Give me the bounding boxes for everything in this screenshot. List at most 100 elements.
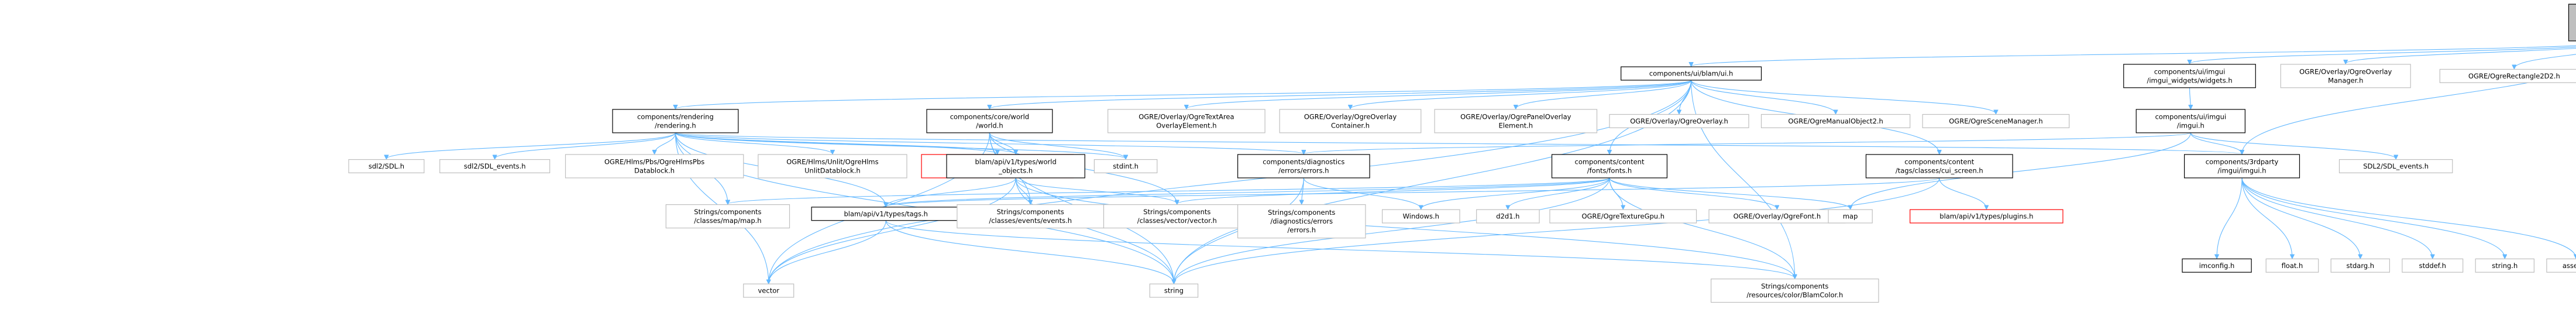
node-ogrefont-h: OGRE/Overlay/OgreFont.h [1708,209,1846,224]
edge-thirdimgui_h-to-stdarg_h [2241,177,2360,258]
node-box [1381,209,1460,224]
node-label-line: OGRE/Hlms/Pbs/OgreHlmsPbs [604,157,704,166]
node-map: map [1828,209,1873,224]
node-label-line: OGRE/Overlay/OgrePanelOverlay [1460,112,1571,121]
node-label-line: components/ui/imgui [2154,67,2225,75]
node-label-line: OGRE/OgreManualObject2.h [1788,117,1883,125]
node-label-line: components/ui/imgui [2155,112,2226,121]
node-box [2123,64,2256,88]
edge-tags_h-to-vector [769,220,886,283]
edge-root-to-imgui_widgets_h [2190,46,2576,64]
node-label-line: OGRE/Overlay/OgreTextArea [1139,112,1234,121]
node-label-line: /imgui.h [2177,121,2204,129]
node-label-line: components/3rdparty [2206,157,2279,166]
node-thirdimgui-h[interactable]: components/3rdparty/imgui/imgui.h [2184,154,2300,178]
node-label-line: OverlayElement.h [1156,121,1216,129]
node-label-line: stdarg.h [2346,262,2374,270]
edge-rendering_h-to-sdl2_h [386,132,676,159]
edge-uiblam_h-to-overlaycontainer_h [1350,80,1692,109]
node-cuiscreen-h[interactable]: components/content/tags/classes/cui_scre… [1865,154,2013,178]
edge-fonts_h-to-ogrefont_h [1609,177,1777,209]
node-label-line: /classes/vector/vector.h [1137,217,1217,225]
node-label-line: components/diagnostics [1263,157,1344,166]
edge-fonts_h-to-windows_h [1421,177,1610,209]
node-box [2402,258,2464,273]
node-uiblam-h[interactable]: components/ui/blam/ui.h [1621,66,1762,81]
node-imguiui-h[interactable]: components/ui/imgui/imgui.h [2135,109,2246,133]
node-box [1476,209,1540,224]
node-sdl2events2-h: SDL2/SDL_events.h [2338,159,2453,173]
node-scenemanager-h: OGRE/OgreSceneManager.h [1922,114,2070,128]
node-label-line: vector [758,287,779,295]
edge-uiblam_h-to-ogreoverlay_h [1679,80,1692,114]
node-box [1910,209,2063,224]
node-label-line: map [1843,212,1858,221]
node-strdiag-h: Strings/components/diagnostics/errors/er… [1237,204,1366,239]
node-box [2182,258,2252,273]
node-d2d1-h: d2d1.h [1476,209,1540,224]
node-label-line: blam/api/v1/types/world [975,157,1057,166]
node-fonts-h[interactable]: components/content/fonts/fonts.h [1551,154,1668,178]
node-box [2184,154,2300,178]
edge-cuiscreen_h-to-string [1174,177,1940,283]
node-mapmap-h: Strings/components/classes/map/map.h [665,204,790,229]
node-label-line: OGRE/OgreTextureGpu.h [1581,212,1664,221]
node-label-line: /rendering.h [655,121,696,129]
node-box [2265,258,2319,273]
edge-worldobjects_h-to-string [1015,177,1174,283]
node-coreworld-h[interactable]: components/core/world/world.h [926,109,1053,133]
node-label-line: /fonts/fonts.h [1587,166,1632,174]
node-manualobject-h: OGRE/OgreManualObject2.h [1760,114,1911,128]
edge-fonts_h-to-string [1174,177,1610,283]
node-imconfig-h[interactable]: imconfig.h [2182,258,2252,273]
node-box [612,109,739,133]
node-box [2135,109,2246,133]
node-label-line: /diagnostics/errors [1270,217,1333,225]
node-vector: vector [743,283,795,298]
node-box [1710,279,1879,303]
node-string: string [1149,283,1199,298]
edge-rendering_h-to-stdint_h [675,132,1126,159]
node-label-line: /world.h [976,121,1003,129]
node-textarea-h: OGRE/Overlay/OgreTextAreaOverlayElement.… [1108,109,1265,133]
edge-thirdimgui_h-to-stddef_h [2241,177,2433,258]
node-box [1237,204,1366,239]
node-label-line: Strings/components [1268,208,1335,217]
node-label-line: stdint.h [1113,162,1139,170]
node-label-line: OGRE/OgreSceneManager.h [1949,117,2042,125]
node-box [665,204,790,229]
edge-coreworld_h-to-worldobjects_h [989,132,1016,154]
node-label-line: components/core/world [950,112,1029,121]
node-assert-h: assert.h [2546,258,2576,273]
node-diagerrors-h[interactable]: components/diagnostics/errors/errors.h [1237,154,1370,178]
node-label-line: Strings/components [997,208,1064,216]
node-box [2568,4,2576,42]
edge-uiblam_h-to-scenemanager_h [1691,80,1996,114]
node-box [743,283,795,298]
node-label-line: SDL2/SDL_events.h [2363,162,2429,170]
node-rendering-h[interactable]: components/rendering/rendering.h [612,109,739,133]
node-tags-h[interactable]: blam/api/v1/types/tags.h [811,207,961,221]
node-stddef-h: stddef.h [2402,258,2464,273]
node-box [2280,64,2411,88]
node-imgui-widgets-h[interactable]: components/ui/imgui/imgui_widgets/widget… [2123,64,2256,88]
node-worldobjects-h[interactable]: blam/api/v1/types/world_objects.h [946,154,1085,178]
node-string-h: string.h [2475,258,2535,273]
node-label-line: stddef.h [2419,262,2446,270]
edge-fonts_h-to-blamcolor_h [1609,177,1795,279]
edge-fonts_h-to-mapmap_h [728,177,1610,204]
node-root: blam/components/ui/blam/widgets/basic/re… [2568,4,2576,42]
node-sdl2events-h: sdl2/SDL_events.h [439,159,551,173]
node-plugins-h[interactable]: blam/api/v1/types/plugins.h [1910,209,2063,224]
edge-rendering_h-to-thirdimgui_h [675,132,2242,154]
edge-uiblam_h-to-rendering_h [675,80,1692,109]
node-box [926,109,1053,133]
node-label-line: OGRE/Overlay/OgreOverlay [1304,112,1397,121]
nodes-layer: blam/components/ui/blam/widgets/basic/re… [348,4,2576,303]
edge-rendering_h-to-unlitdatablock_h [675,132,832,154]
node-box [1828,209,1873,224]
